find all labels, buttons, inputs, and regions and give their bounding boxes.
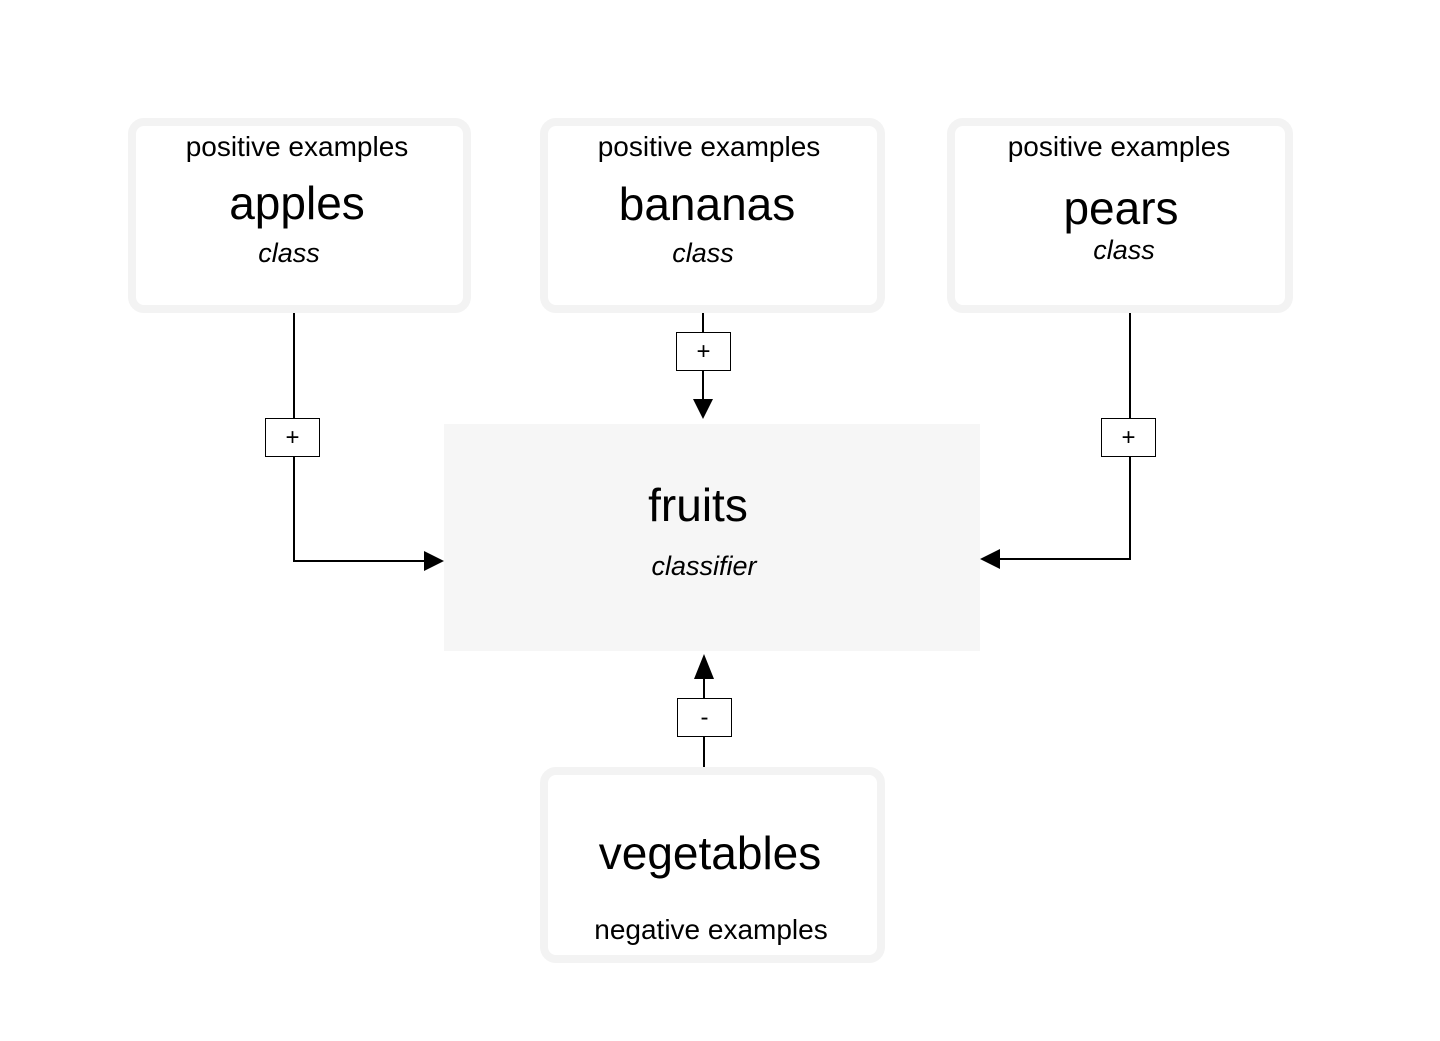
apples-caption: positive examples: [185, 131, 409, 162]
bananas-arrowhead: [693, 399, 713, 419]
vegetables-label: vegetables: [598, 827, 822, 879]
apples-kind: class: [258, 238, 320, 268]
pears-connector: [992, 273, 1131, 560]
pears-kind: class: [1093, 235, 1155, 265]
vegetables-minus-box: -: [677, 698, 732, 737]
bananas-caption: positive examples: [597, 131, 821, 162]
bananas-kind: class: [672, 238, 734, 268]
apples-connector: [293, 275, 432, 562]
bananas-label: bananas: [618, 178, 796, 230]
pears-plus-box: +: [1101, 418, 1156, 457]
apples-arrowhead: [424, 551, 444, 571]
apples-class-box: [128, 118, 471, 313]
pears-caption: positive examples: [1007, 131, 1231, 162]
classifier-label: fruits: [648, 479, 748, 531]
vegetables-arrowhead: [694, 654, 714, 679]
classifier-kind: classifier: [651, 551, 757, 581]
apples-plus-box: +: [265, 418, 320, 457]
vegetables-caption: negative examples: [594, 914, 828, 945]
classifier-box: [444, 424, 980, 651]
bananas-class-box: [540, 118, 885, 313]
pears-label: pears: [1063, 182, 1179, 234]
bananas-plus-box: +: [676, 332, 731, 371]
vegetables-class-box: [540, 767, 885, 963]
pears-class-box: [947, 118, 1293, 313]
pears-arrowhead: [980, 549, 1000, 569]
apples-label: apples: [229, 177, 365, 229]
